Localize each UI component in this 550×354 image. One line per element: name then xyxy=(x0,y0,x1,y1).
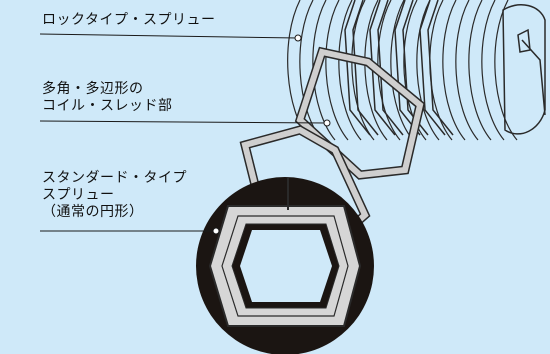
coil-body xyxy=(287,0,518,141)
lock-type-line-1: ロックタイプ・スプリュー xyxy=(42,12,216,28)
standard-type-line-3: （通常の円形） xyxy=(42,204,144,220)
polygon-coil-line-1: 多角・多辺形の xyxy=(42,81,144,97)
lens-contents xyxy=(208,178,362,327)
polygon-coil-label: 多角・多辺形の コイル・スレッド部 xyxy=(42,81,173,115)
lock-type-label: ロックタイプ・スプリュー xyxy=(42,12,215,29)
standard-type-line-1: スタンダード・タイプ xyxy=(42,170,187,186)
end-tang xyxy=(502,4,546,135)
standard-type-line-2: スプリュー xyxy=(42,187,115,203)
polygon-coil-line-2: コイル・スレッド部 xyxy=(42,98,173,114)
standard-type-label: スタンダード・タイプ スプリュー （通常の円形） xyxy=(42,170,187,221)
leader-lines xyxy=(39,33,331,235)
